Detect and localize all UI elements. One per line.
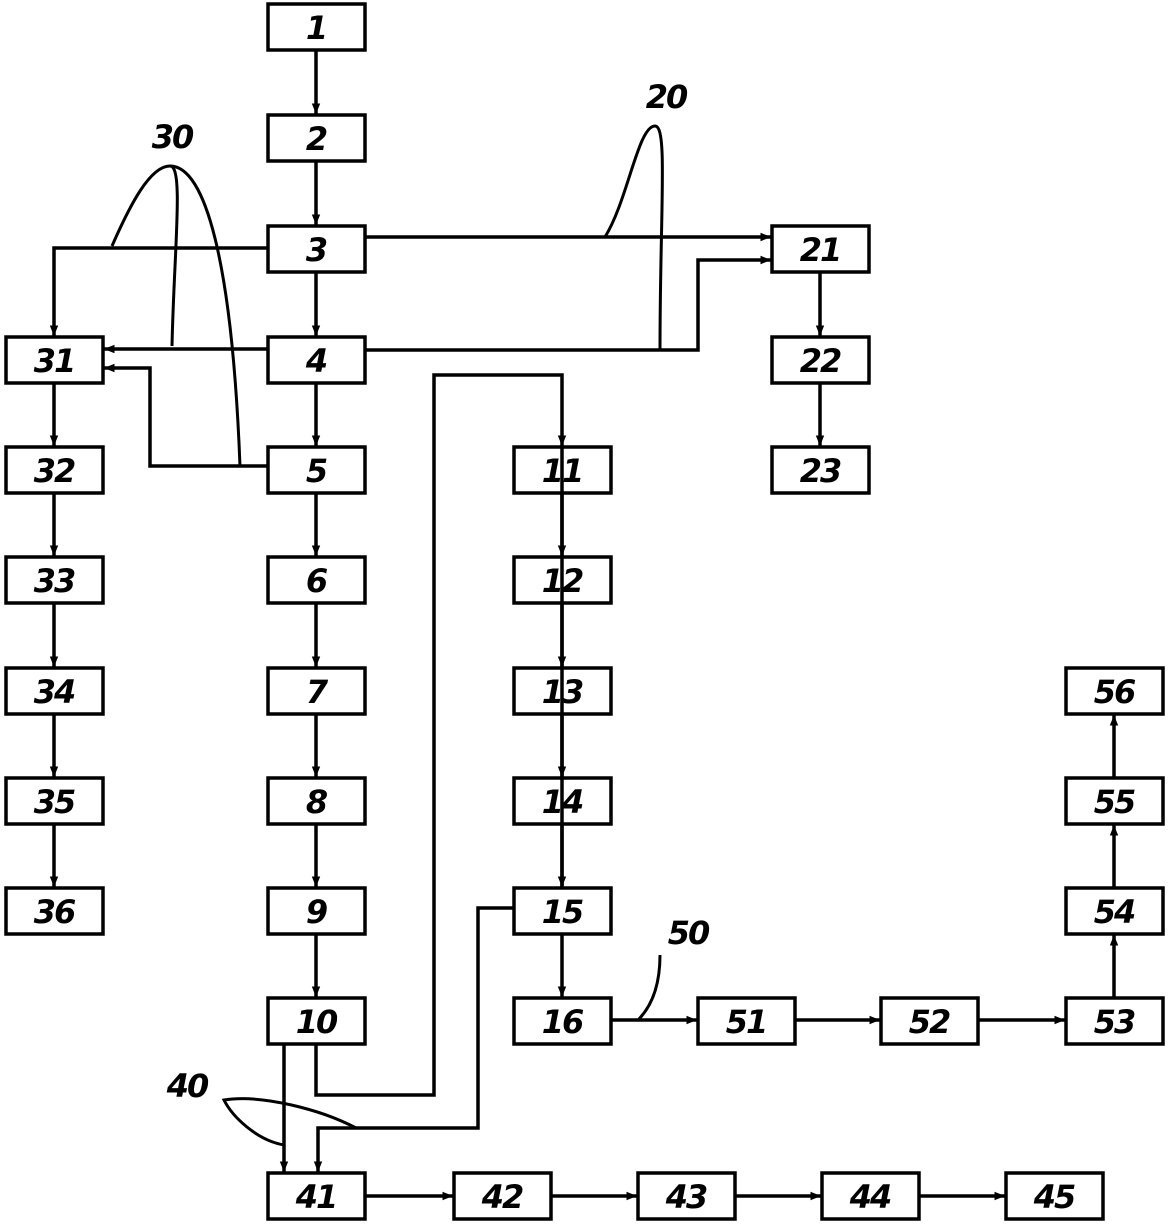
box-7-label: 7 [306, 673, 329, 711]
box-6-label: 6 [306, 562, 328, 600]
callout-50: 50 [668, 914, 710, 952]
arrow-15-41 [313, 906, 513, 1172]
leader-curves [110, 124, 664, 1147]
box-36 [4, 886, 105, 936]
box-11-label: 11 [542, 452, 583, 490]
box-4-label: 4 [305, 342, 327, 380]
box-56-label: 56 [1094, 673, 1136, 711]
callout-30: 30 [152, 118, 194, 156]
left-column: 31 32 33 34 35 36 [4, 335, 105, 936]
box-33 [4, 555, 105, 605]
box-1 [266, 2, 367, 52]
arrow-4-21 [366, 255, 771, 352]
box-53-label: 53 [1094, 1003, 1135, 1041]
box-53 [1064, 996, 1165, 1046]
callout-20: 20 [646, 78, 688, 116]
box-54 [1064, 886, 1165, 936]
box-8-label: 8 [306, 783, 328, 821]
box-4 [266, 335, 367, 385]
right-lower-group: 51 52 53 54 55 56 [696, 666, 1165, 1046]
box-44 [820, 1171, 921, 1221]
box-16-label: 16 [542, 1003, 584, 1041]
box-55-label: 55 [1094, 783, 1135, 821]
arrow-3-31 [49, 246, 267, 336]
box-52 [879, 996, 980, 1046]
box-5-label: 5 [306, 452, 327, 490]
arrow-10-11 [314, 373, 567, 1097]
box-52-label: 52 [909, 1003, 950, 1041]
middle-column: 11 12 13 14 15 16 [512, 445, 613, 1046]
box-32 [4, 445, 105, 495]
box-36-label: 36 [34, 893, 76, 931]
box-41 [266, 1171, 367, 1221]
box-11 [512, 445, 613, 495]
leader-50 [636, 954, 662, 1022]
box-23-label: 23 [800, 452, 841, 490]
box-15-label: 15 [542, 893, 583, 931]
box-44-label: 44 [849, 1178, 891, 1216]
box-31 [4, 335, 105, 385]
callout-40: 40 [166, 1067, 209, 1105]
box-1-label: 1 [306, 9, 326, 47]
box-42 [452, 1171, 553, 1221]
box-8 [266, 776, 367, 826]
box-51-label: 51 [726, 1003, 767, 1041]
box-21 [770, 224, 871, 274]
box-3 [266, 224, 367, 274]
box-45 [1004, 1171, 1105, 1221]
box-9 [266, 886, 367, 936]
box-2-label: 2 [306, 120, 327, 158]
box-56 [1064, 666, 1165, 716]
box-21-label: 21 [800, 231, 841, 269]
box-43-label: 43 [665, 1178, 707, 1216]
box-14 [512, 776, 613, 826]
box-12 [512, 555, 613, 605]
leader-30-a [110, 164, 179, 347]
box-42-label: 42 [481, 1178, 523, 1216]
leader-40 [221, 1097, 357, 1147]
callout-labels: 20 30 40 50 [152, 78, 712, 1105]
connectors [49, 51, 1119, 1201]
box-16 [512, 996, 613, 1046]
box-34-label: 34 [34, 673, 75, 711]
box-6 [266, 555, 367, 605]
box-22 [770, 335, 871, 385]
box-3-label: 3 [306, 231, 327, 269]
bottom-row: 41 42 43 44 45 [266, 1171, 1105, 1221]
box-2 [266, 113, 367, 163]
box-41-label: 41 [295, 1178, 337, 1216]
box-10-label: 10 [296, 1003, 338, 1041]
box-14-label: 14 [542, 783, 583, 821]
box-35 [4, 776, 105, 826]
box-51 [696, 996, 797, 1046]
box-35-label: 35 [34, 783, 75, 821]
box-13-label: 13 [542, 673, 583, 711]
box-43 [636, 1171, 737, 1221]
box-15 [512, 886, 613, 936]
box-34 [4, 666, 105, 716]
box-31-label: 31 [34, 342, 75, 380]
arrow-5-31 [104, 363, 267, 468]
leader-30-b [169, 164, 242, 467]
box-55 [1064, 776, 1165, 826]
box-22-label: 22 [800, 342, 841, 380]
box-9-label: 9 [306, 893, 327, 931]
box-45-label: 45 [1033, 1178, 1075, 1216]
box-13 [512, 666, 613, 716]
box-54-label: 54 [1094, 893, 1135, 931]
right-upper-column: 21 22 23 [770, 224, 871, 495]
box-5 [266, 445, 367, 495]
box-32-label: 32 [34, 452, 75, 490]
box-7 [266, 666, 367, 716]
box-10 [266, 996, 367, 1046]
leader-20 [603, 124, 664, 351]
box-33-label: 33 [34, 562, 75, 600]
box-23 [770, 445, 871, 495]
box-12-label: 12 [542, 562, 583, 600]
